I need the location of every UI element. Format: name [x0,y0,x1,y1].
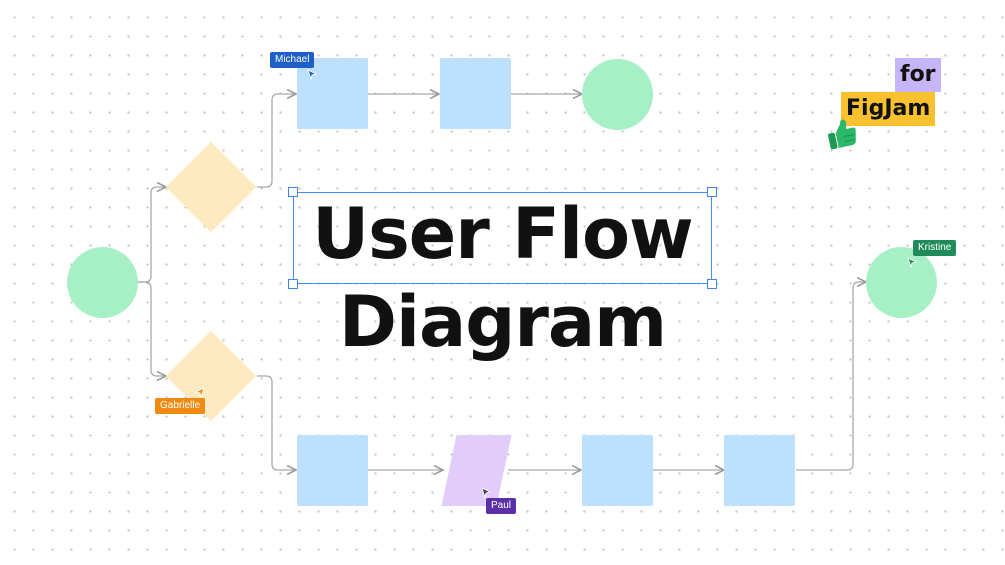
end-circle-right[interactable] [866,247,937,318]
process-square-top-2[interactable] [440,58,511,129]
connector-decision-top-to-process-1 [257,94,296,188]
cursor-arrow-icon [307,69,318,80]
cursor-label-kristine: Kristine [913,240,957,256]
connector-start-to-decision-top [138,187,166,283]
cursor-label-paul: Paul [486,498,517,514]
title-selection-box[interactable] [293,192,712,284]
connector-process-5-to-end-right [796,282,866,471]
page-title[interactable]: User Flow Diagram [293,190,712,366]
cursor-label-michael: Michael [270,52,315,68]
resize-handle-bottom-right[interactable] [707,279,717,289]
brand-for-label: for [895,58,941,92]
title-line-1: User Flow [312,193,693,275]
start-circle[interactable] [67,247,138,318]
brand-figjam-label: FigJam [841,92,936,126]
title-line-2: Diagram [338,281,667,363]
cursor-arrow-icon [481,487,492,498]
cursor-arrow-icon [907,257,918,268]
connector-start-to-decision-bottom [138,281,166,376]
resize-handle-top-left[interactable] [288,187,298,197]
resize-handle-top-right[interactable] [707,187,717,197]
process-square-bottom-1[interactable] [297,435,368,506]
process-square-bottom-2[interactable] [582,435,653,506]
connector-decision-bottom-to-process-3 [257,375,296,470]
process-square-bottom-3[interactable] [724,435,795,506]
cursor-arrow-icon [194,387,205,398]
thumbs-up-icon [828,119,856,150]
process-square-top-1[interactable] [297,58,368,129]
end-circle-top[interactable] [582,59,653,130]
cursor-label-gabrielle: Gabrielle [155,398,206,414]
resize-handle-bottom-left[interactable] [288,279,298,289]
